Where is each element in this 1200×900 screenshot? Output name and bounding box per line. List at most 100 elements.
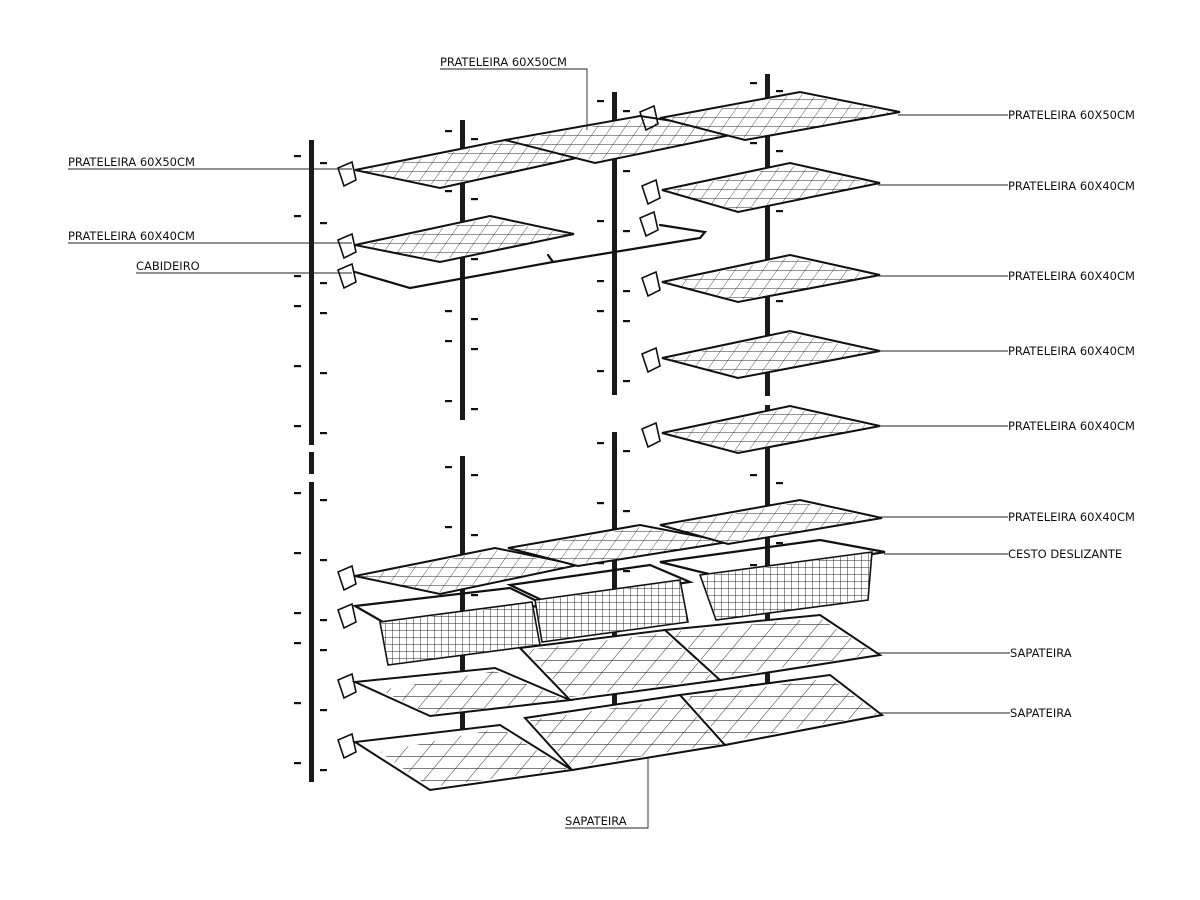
screw: [294, 762, 301, 765]
screw: [445, 310, 452, 313]
screw: [776, 300, 783, 303]
screw: [320, 769, 327, 772]
label-bottom-shoe: SAPATEIRA: [565, 814, 627, 828]
screw: [597, 280, 604, 283]
screw: [320, 312, 327, 315]
label-right-shelf-40-b: PRATELEIRA 60X40CM: [1008, 269, 1135, 283]
screw: [750, 82, 757, 85]
screw: [597, 100, 604, 103]
screw: [623, 110, 630, 113]
screw: [623, 290, 630, 293]
screw: [623, 170, 630, 173]
basket-right: [659, 538, 886, 621]
screw: [776, 210, 783, 213]
screw: [445, 130, 452, 133]
screw: [597, 310, 604, 313]
label-left-shelf-50: PRATELEIRA 60X50CM: [68, 155, 195, 169]
right-shelf-40-a: [641, 161, 881, 214]
label-right-shelf-40-d: PRATELEIRA 60X40CM: [1008, 419, 1135, 433]
screw: [294, 492, 301, 495]
screw: [294, 305, 301, 308]
screw: [623, 230, 630, 233]
label-top-shelf-center: PRATELEIRA 60X50CM: [440, 55, 567, 69]
screw: [294, 275, 301, 278]
right-shelf-50: [639, 90, 901, 142]
screw: [294, 155, 301, 158]
screw: [776, 90, 783, 93]
upright-3-bottom: [612, 432, 617, 732]
screw: [294, 425, 301, 428]
screw: [471, 348, 478, 351]
screw: [294, 215, 301, 218]
screw: [445, 400, 452, 403]
screw: [294, 365, 301, 368]
screw: [623, 320, 630, 323]
basket-left: [337, 586, 549, 666]
label-left-hanger: CABIDEIRO: [136, 259, 200, 273]
right-shelf-40-d: [641, 404, 881, 455]
screw: [471, 474, 478, 477]
right-shelf-40-c: [641, 329, 881, 380]
screw: [597, 370, 604, 373]
shoe-rack-middle-lower: [523, 693, 727, 772]
screw: [471, 408, 478, 411]
screw: [320, 619, 327, 622]
screw: [320, 559, 327, 562]
label-right-shelf-40-a: PRATELEIRA 60X40CM: [1008, 179, 1135, 193]
left-hanger-rail: [337, 253, 555, 290]
upright-4-bottom: [765, 405, 770, 715]
shoe-rack-left-lower: [337, 723, 575, 792]
label-right-shelf-50: PRATELEIRA 60X50CM: [1008, 108, 1135, 122]
label-right-basket: CESTO DESLIZANTE: [1008, 547, 1122, 561]
screw: [471, 138, 478, 141]
screw: [623, 380, 630, 383]
screw: [294, 642, 301, 645]
left-shelf-40: [337, 214, 575, 264]
label-left-shelf-40: PRATELEIRA 60X40CM: [68, 229, 195, 243]
shoe-rack-right-upper: [662, 613, 883, 682]
lower-shelf-right: [659, 498, 883, 546]
screw: [750, 564, 757, 567]
screw: [294, 612, 301, 615]
screw: [776, 150, 783, 153]
screw: [294, 552, 301, 555]
upright-2-top: [460, 120, 465, 420]
label-right-shoe-a: SAPATEIRA: [1010, 646, 1072, 660]
upright-left-bottom: [309, 482, 314, 782]
screw: [320, 222, 327, 225]
screw: [320, 709, 327, 712]
uprights: [309, 74, 770, 782]
screw: [776, 542, 783, 545]
screw: [294, 702, 301, 705]
screw: [445, 526, 452, 529]
upright-left-top: [309, 140, 314, 445]
screw: [623, 450, 630, 453]
upright-left-small: [309, 452, 314, 474]
screw: [320, 372, 327, 375]
screw: [320, 649, 327, 652]
screw: [597, 442, 604, 445]
labels: PRATELEIRA 60X50CM PRATELEIRA 60X50CM PR…: [68, 55, 1135, 828]
screw: [471, 198, 478, 201]
shoe-rack-left-upper: [337, 666, 574, 718]
screw: [445, 466, 452, 469]
screw: [320, 282, 327, 285]
screw: [445, 340, 452, 343]
shoe-rack-right-lower: [677, 673, 885, 747]
screw: [445, 190, 452, 193]
label-right-shelf-40-e: PRATELEIRA 60X40CM: [1008, 510, 1135, 524]
screw: [471, 594, 478, 597]
middle-hanger-rail: [551, 210, 708, 264]
screw: [320, 162, 327, 165]
screw: [471, 258, 478, 261]
screw: [471, 534, 478, 537]
label-right-shoe-b: SAPATEIRA: [1010, 706, 1072, 720]
screw: [623, 570, 630, 573]
shoe-rack-middle-upper: [517, 628, 723, 702]
basket-middle: [506, 563, 695, 643]
label-right-shelf-40-c: PRATELEIRA 60X40CM: [1008, 344, 1135, 358]
leader-lines: [68, 68, 1010, 829]
screw: [623, 510, 630, 513]
right-shelf-40-b: [641, 253, 881, 304]
